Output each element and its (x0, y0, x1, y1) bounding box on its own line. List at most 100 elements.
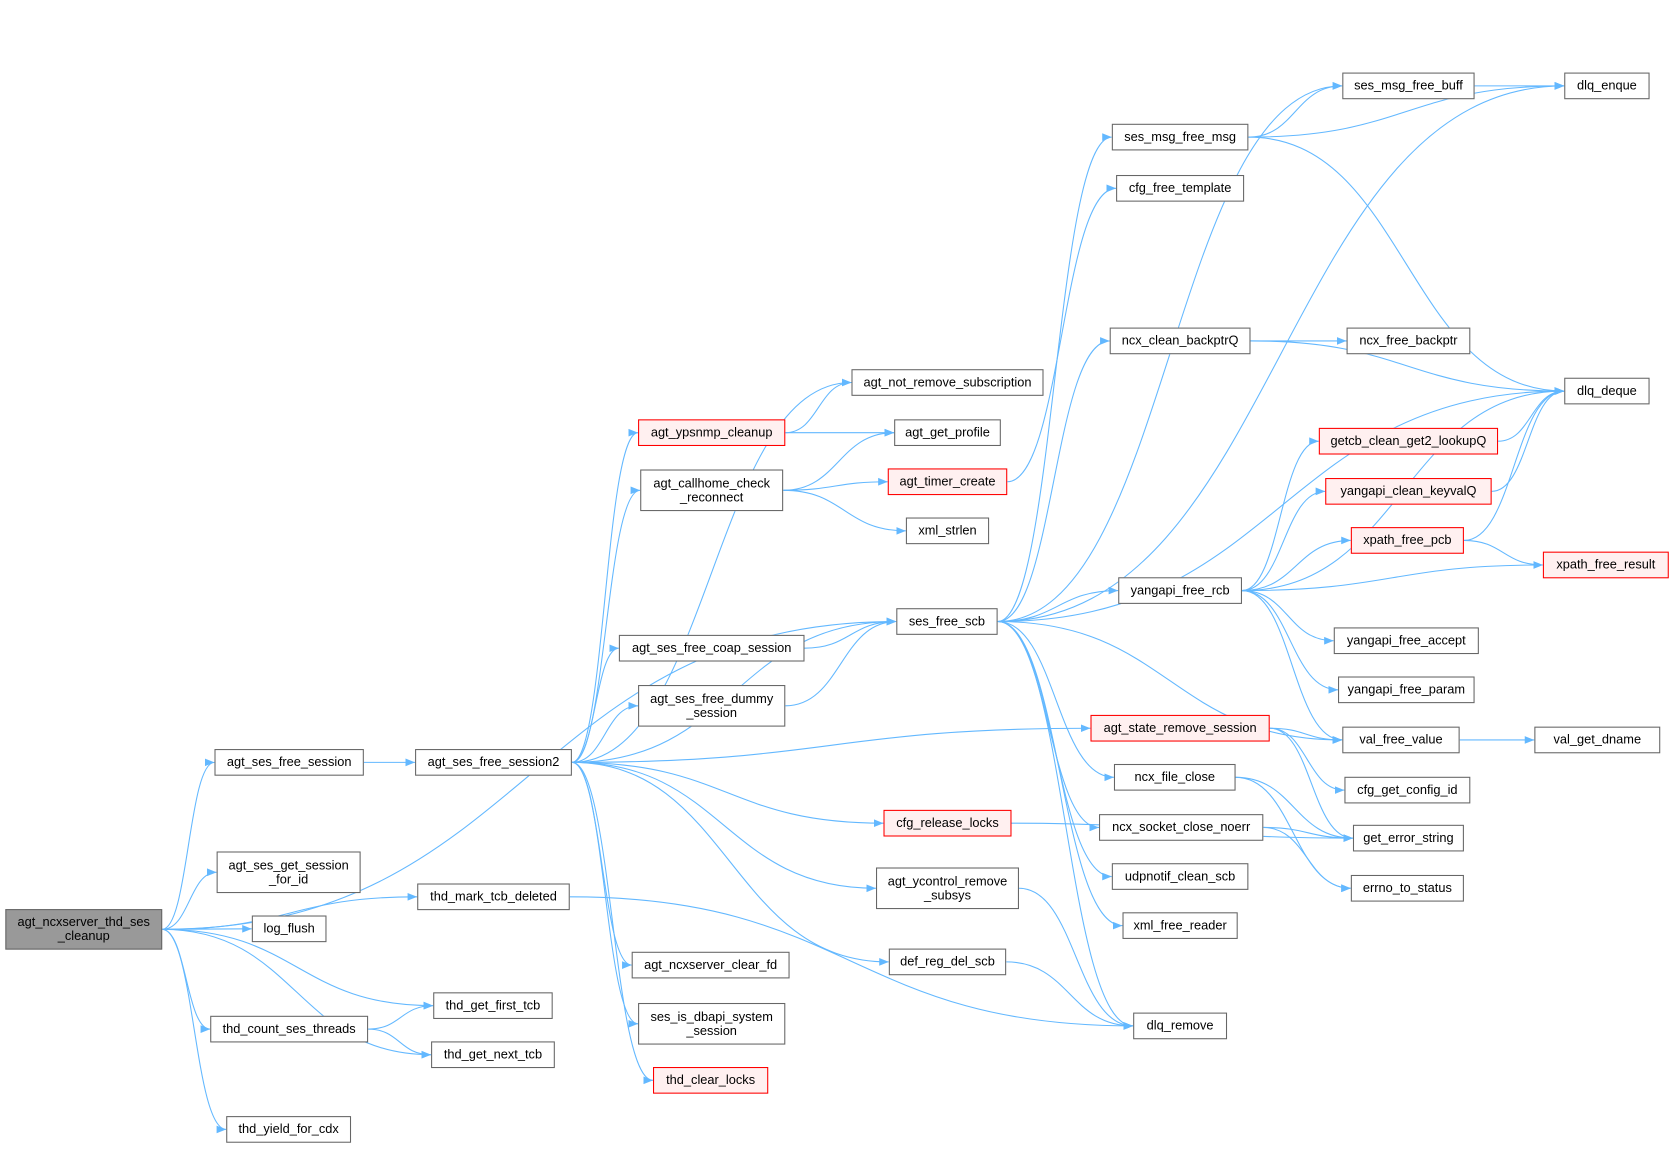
edge-root-to-thd-get-next-tcb (162, 928, 432, 1059)
node-cfg-free-template[interactable]: cfg_free_template (1116, 174, 1245, 202)
node-yangapi-clean-keyvalQ[interactable]: yangapi_clean_keyvalQ (1325, 478, 1492, 505)
edge-ses-free-scb-to-dlq-enque (997, 82, 1565, 623)
edge-root-to-thd-get-first-tcb (162, 928, 434, 1010)
edge-ses-free-scb-to-yangapi-free-rcb (997, 586, 1119, 623)
node-dlq-enque[interactable]: dlq_enque (1564, 72, 1650, 100)
edge-agt-ypsnmp-cleanup-to-agt-not-remove-subscription (785, 378, 852, 434)
node-ncx-free-backptr[interactable]: ncx_free_backptr (1346, 327, 1471, 355)
edge-root-to-agt-ses-get-session-for-id (162, 868, 217, 930)
node-yangapi-free-accept[interactable]: yangapi_free_accept (1333, 627, 1479, 655)
edge-agt-ses-free-session2-to-agt-ses-free-coap-session (571, 644, 619, 763)
node-def-reg-del-scb[interactable]: def_reg_del_scb (888, 948, 1007, 976)
edge-yangapi-free-rcb-to-xpath-free-pcb (1241, 536, 1351, 592)
node-ses-msg-free-buff[interactable]: ses_msg_free_buff (1342, 72, 1475, 100)
edge-agt-state-remove-session-to-cfg-get-config-id (1269, 727, 1345, 794)
edge-ncx-socket-close-noerr-to-get-error-string (1263, 826, 1353, 842)
edge-thd-count-ses-threads-to-thd-get-next-tcb (368, 1028, 432, 1059)
node-agt-ncxserver-clear-fd[interactable]: agt_ncxserver_clear_fd (631, 951, 790, 979)
node-xml-free-reader[interactable]: xml_free_reader (1122, 912, 1238, 939)
node-agt-ses-get-session-for-id[interactable]: agt_ses_get_session _for_id (216, 851, 361, 894)
node-yangapi-free-rcb[interactable]: yangapi_free_rcb (1118, 577, 1242, 604)
edge-yangapi-clean-keyvalQ-to-dlq-deque (1491, 387, 1565, 492)
node-agt-callhome-check-reconnect[interactable]: agt_callhome_check _reconnect (640, 469, 784, 512)
edge-xpath-free-pcb-to-xpath-free-result (1463, 539, 1543, 569)
node-xpath-free-result[interactable]: xpath_free_result (1542, 551, 1669, 579)
edge-thd-count-ses-threads-to-thd-get-first-tcb (368, 1001, 434, 1030)
node-log-flush[interactable]: log_flush (251, 915, 327, 943)
node-agt-ses-free-session[interactable]: agt_ses_free_session (214, 749, 364, 776)
edge-agt-ses-free-session2-to-agt-ncxserver-clear-fd (571, 761, 632, 969)
edge-agt-ses-free-session2-to-agt-not-remove-subscription (571, 378, 852, 763)
node-agt-ses-free-coap-session[interactable]: agt_ses_free_coap_session (618, 634, 805, 662)
edge-ncx-file-close-to-get-error-string (1235, 776, 1353, 842)
node-val-get-dname[interactable]: val_get_dname (1534, 726, 1661, 754)
node-cfg-get-config-id[interactable]: cfg_get_config_id (1344, 776, 1471, 804)
node-thd-get-next-tcb[interactable]: thd_get_next_tcb (431, 1041, 555, 1069)
edge-agt-callhome-check-reconnect-to-xml-strlen (783, 489, 906, 535)
node-get-error-string[interactable]: get_error_string (1352, 824, 1464, 852)
edge-agt-ses-free-session2-to-agt-ycontrol-remove-subsys (571, 761, 877, 893)
node-yangapi-free-param[interactable]: yangapi_free_param (1338, 676, 1475, 704)
edge-agt-ses-free-session2-to-cfg-release-locks (571, 761, 884, 828)
edge-agt-state-remove-session-to-val-free-value (1269, 727, 1343, 744)
edge-agt-ses-free-session2-to-agt-state-remove-session (571, 724, 1091, 763)
node-agt-ses-free-dummy-session[interactable]: agt_ses_free_dummy _session (638, 685, 786, 727)
edge-thd-mark-tcb-deleted-to-dlq-remove (569, 896, 1134, 1030)
edge-agt-ses-free-session2-to-thd-clear-locks (571, 761, 654, 1085)
node-cfg-release-locks[interactable]: cfg_release_locks (883, 809, 1012, 837)
node-root[interactable]: agt_ncxserver_thd_ses _cleanup (5, 909, 163, 950)
edge-root-to-thd-yield-for-cdx (162, 928, 227, 1134)
node-dlq-deque[interactable]: dlq_deque (1564, 377, 1650, 405)
edge-def-reg-del-scb-to-dlq-remove (1006, 961, 1134, 1030)
edge-ncx-clean-backptrQ-to-dlq-deque (1250, 340, 1565, 395)
node-xml-strlen[interactable]: xml_strlen (905, 517, 990, 545)
edge-root-to-agt-ses-free-session (162, 758, 215, 930)
edge-agt-timer-create-to-cfg-free-template (1007, 184, 1117, 483)
node-thd-mark-tcb-deleted[interactable]: thd_mark_tcb_deleted (417, 883, 570, 911)
edge-yangapi-free-rcb-to-getcb-clean-get2-lookupQ (1241, 437, 1319, 592)
edge-ses-free-scb-to-ncx-file-close (997, 620, 1114, 782)
node-ses-is-dbapi-system-session[interactable]: ses_is_dbapi_system _session (638, 1002, 786, 1045)
edge-ses-free-scb-to-ses-msg-free-msg (997, 133, 1112, 623)
node-val-free-value[interactable]: val_free_value (1342, 726, 1460, 754)
edge-root-to-thd-count-ses-threads (162, 928, 211, 1033)
edge-agt-ses-free-session2-to-agt-ypsnmp-cleanup (571, 428, 639, 763)
node-ses-free-scb[interactable]: ses_free_scb (896, 608, 998, 635)
node-thd-count-ses-threads[interactable]: thd_count_ses_threads (210, 1015, 369, 1043)
node-agt-ypsnmp-cleanup[interactable]: agt_ypsnmp_cleanup (638, 419, 786, 447)
node-ncx-file-close[interactable]: ncx_file_close (1113, 763, 1236, 791)
node-agt-ses-free-session2[interactable]: agt_ses_free_session2 (415, 749, 572, 776)
edge-ses-free-scb-to-dlq-remove (997, 620, 1134, 1030)
node-getcb-clean-get2-lookupQ[interactable]: getcb_clean_get2_lookupQ (1318, 427, 1499, 455)
edge-ses-free-scb-to-ncx-clean-backptrQ (997, 337, 1110, 623)
edge-ses-msg-free-msg-to-dlq-deque (1248, 136, 1565, 395)
node-udpnotif-clean-scb[interactable]: udpnotif_clean_scb (1111, 863, 1249, 890)
node-ncx-clean-backptrQ[interactable]: ncx_clean_backptrQ (1109, 327, 1251, 355)
edge-yangapi-free-rcb-to-yangapi-clean-keyvalQ (1241, 487, 1326, 592)
edge-ses-free-scb-to-val-free-value (997, 620, 1343, 744)
node-agt-ycontrol-remove-subsys[interactable]: agt_ycontrol_remove _subsys (876, 867, 1019, 910)
node-agt-timer-create[interactable]: agt_timer_create (887, 468, 1008, 496)
edge-agt-state-remove-session-to-get-error-string (1269, 727, 1353, 842)
node-ncx-socket-close-noerr[interactable]: ncx_socket_close_noerr (1099, 814, 1264, 841)
edge-xpath-free-pcb-to-dlq-deque (1463, 387, 1565, 541)
node-dlq-remove[interactable]: dlq_remove (1133, 1012, 1228, 1040)
edge-ses-msg-free-msg-to-ses-msg-free-buff (1248, 82, 1343, 138)
node-errno-to-status[interactable]: errno_to_status (1350, 874, 1464, 902)
node-agt-get-profile[interactable]: agt_get_profile (894, 419, 1001, 447)
node-ses-msg-free-msg[interactable]: ses_msg_free_msg (1111, 123, 1249, 151)
node-agt-not-remove-subscription[interactable]: agt_not_remove_subscription (851, 369, 1044, 396)
edge-yangapi-free-rcb-to-xpath-free-result (1241, 561, 1543, 592)
edge-root-to-thd-mark-tcb-deleted (162, 892, 418, 930)
node-thd-get-first-tcb[interactable]: thd_get_first_tcb (433, 992, 553, 1019)
edge-ses-free-scb-to-ncx-socket-close-noerr (997, 620, 1100, 832)
edge-yangapi-free-rcb-to-val-free-value (1241, 590, 1343, 744)
edge-ses-msg-free-msg-to-dlq-enque (1248, 82, 1565, 138)
node-agt-state-remove-session[interactable]: agt_state_remove_session (1090, 714, 1270, 742)
edge-agt-ses-free-dummy-session-to-ses-free-scb (785, 617, 897, 707)
node-thd-yield-for-cdx[interactable]: thd_yield_for_cdx (226, 1116, 352, 1143)
edge-agt-ses-free-session2-to-agt-ses-free-dummy-session (571, 701, 639, 763)
node-thd-clear-locks[interactable]: thd_clear_locks (653, 1067, 769, 1094)
node-xpath-free-pcb[interactable]: xpath_free_pcb (1350, 527, 1464, 554)
